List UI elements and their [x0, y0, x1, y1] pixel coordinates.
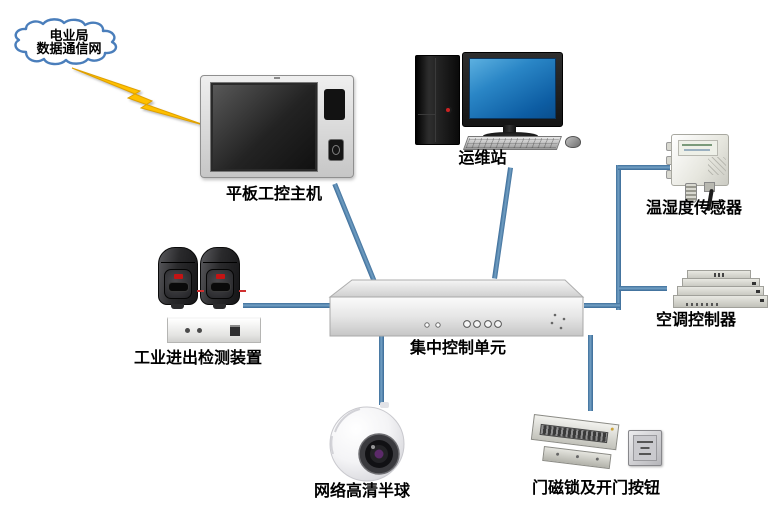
ops-station-label: 运维站	[458, 150, 507, 167]
tablet-host-device	[200, 75, 354, 178]
lock-bracket	[542, 446, 612, 470]
power-led	[446, 108, 450, 112]
status-led	[424, 322, 430, 328]
link-branch-to-ac-controller	[619, 286, 667, 291]
central-control-unit-device	[328, 279, 585, 337]
link-branch-to-temp-sensor	[618, 165, 670, 170]
link-unit-to-camera	[379, 335, 384, 405]
keyboard	[462, 136, 562, 150]
sensor-nameplate	[678, 140, 718, 156]
dome-camera-label: 网络高清半球	[313, 483, 410, 500]
dome-camera-device	[329, 402, 405, 482]
link-unit-to-doorlock	[588, 335, 593, 411]
mouse	[565, 136, 581, 148]
exit-button	[628, 430, 662, 466]
tablet-screen	[210, 82, 318, 172]
red-badge	[216, 274, 225, 279]
junction-box	[167, 317, 261, 343]
sensor-window	[210, 282, 231, 292]
link-detector-to-unit	[243, 303, 331, 308]
cloud-shape	[14, 18, 118, 66]
sensor-body	[671, 134, 729, 186]
front-port	[484, 320, 492, 328]
monitor-neck	[503, 125, 516, 134]
link-station-to-unit	[492, 167, 513, 279]
entry-exit-detector-label: 工业进出检测装置	[133, 350, 262, 367]
cloud-label-line1: 电业局	[49, 28, 89, 43]
monitor-screen	[469, 58, 556, 119]
central-control-unit-label: 集中控制单元	[409, 340, 506, 357]
temp-humidity-sensor-device	[663, 128, 753, 212]
beam-indicator	[239, 290, 246, 292]
tablet-card-reader	[324, 89, 345, 120]
link-right-branch-vertical	[616, 165, 621, 310]
beam-indicator	[197, 290, 204, 292]
monitor	[462, 52, 563, 127]
junction-port	[230, 325, 240, 336]
fingerprint-reader	[328, 139, 344, 161]
front-port	[463, 320, 471, 328]
magnetic-lock-bar	[530, 414, 620, 451]
door-lock-label: 门磁锁及开门按钮	[531, 480, 660, 497]
tablet-host-label: 平板工控主机	[225, 186, 322, 203]
lightning-bolt-icon	[71, 67, 208, 127]
sensor-vents	[708, 157, 726, 175]
status-led	[435, 322, 441, 328]
link-unit-to-branch	[584, 303, 620, 308]
red-badge	[174, 274, 183, 279]
beam-sensor-pod	[158, 247, 198, 309]
front-port	[494, 320, 502, 328]
cloud-label-line2: 数据通信网	[36, 41, 102, 56]
ops-station-device	[415, 52, 583, 168]
door-lock-device	[528, 408, 668, 470]
tablet-camera-dot	[274, 77, 280, 79]
pc-tower	[415, 55, 460, 145]
camera-mount-nub	[380, 402, 389, 408]
sensor-window	[168, 282, 189, 292]
ac-controller-device	[672, 268, 770, 314]
ac-controller-label: 空调控制器	[656, 312, 737, 329]
beam-sensor-pod	[200, 247, 240, 309]
temp-humidity-sensor-label: 温湿度传感器	[646, 200, 743, 217]
sensor-probe	[685, 183, 697, 203]
front-port	[473, 320, 481, 328]
entry-exit-detector-device	[155, 246, 267, 343]
